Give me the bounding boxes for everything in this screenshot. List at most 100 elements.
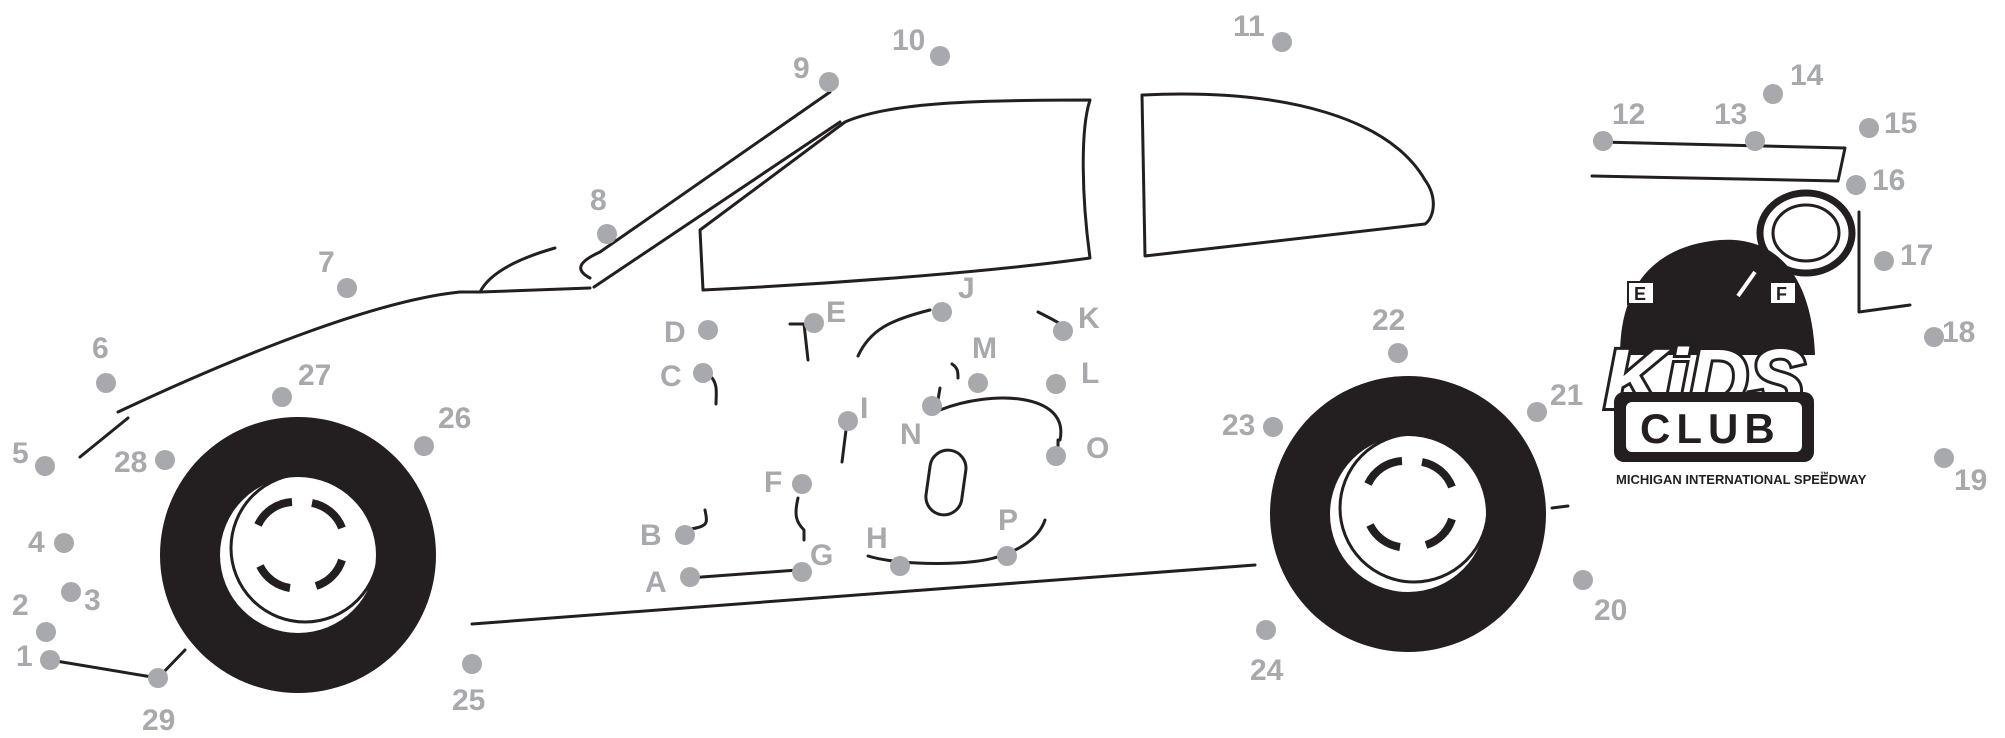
dot-marker — [930, 46, 950, 66]
dot-label: G — [810, 539, 833, 572]
dot-marker — [272, 387, 292, 407]
dot-5: 5 — [12, 437, 55, 476]
dot-11: 11 — [1233, 10, 1292, 52]
dot-marker — [1745, 131, 1765, 151]
dot-14: 14 — [1763, 59, 1824, 104]
dot-label: 27 — [298, 359, 331, 392]
front-rim — [220, 477, 376, 633]
dot-marker — [698, 320, 718, 340]
door-number-arc-right — [1036, 310, 1062, 326]
dot-label: 6 — [92, 332, 109, 365]
door-e-stub — [788, 322, 810, 362]
dot-marker — [1527, 402, 1547, 422]
dot-label: 7 — [318, 246, 335, 279]
dot-marker — [1388, 343, 1408, 363]
dot-label: N — [900, 418, 922, 451]
dot-label: 26 — [438, 402, 471, 435]
dot-M: M — [968, 332, 997, 393]
dot-label: 3 — [84, 584, 101, 617]
dot-O: O — [1046, 432, 1109, 466]
dot-label: D — [664, 316, 686, 349]
dot-marker — [597, 224, 617, 244]
dot-7: 7 — [318, 246, 357, 298]
logo-club-word: CLUB — [1640, 405, 1781, 452]
dot-C: C — [660, 360, 713, 393]
dot-marker — [462, 654, 482, 674]
dot-label: I — [860, 392, 868, 425]
dot-label: 25 — [452, 684, 485, 717]
door-number-zero — [924, 448, 968, 517]
dot-16: 16 — [1846, 164, 1905, 197]
cowl-line — [478, 286, 592, 294]
dot-marker — [1859, 118, 1879, 138]
dot-10: 10 — [892, 24, 950, 66]
dot-9: 9 — [793, 52, 839, 92]
hood-scoop — [478, 246, 557, 294]
dot-label: 17 — [1900, 239, 1933, 272]
dot-label: 21 — [1550, 379, 1583, 412]
dot-marker — [890, 556, 910, 576]
dot-marker — [36, 622, 56, 642]
logo-flag-right: F — [1769, 281, 1797, 305]
door-c-stub — [710, 376, 718, 406]
dot-3: 3 — [61, 582, 101, 617]
door-number-arc-left — [856, 308, 932, 358]
dot-J: J — [932, 272, 975, 322]
windshield-pillar — [579, 90, 832, 280]
dot-marker — [792, 474, 812, 494]
nose-line — [78, 416, 130, 459]
front-hub — [254, 498, 346, 592]
dot-label: 15 — [1884, 107, 1917, 140]
dot-label: E — [826, 296, 846, 329]
dot-label: 28 — [114, 446, 147, 479]
dot-D: D — [664, 316, 718, 349]
dot-label: 19 — [1954, 464, 1987, 497]
door-f-stub — [794, 496, 806, 542]
dot-label: 8 — [590, 184, 607, 217]
rear-wheel — [1270, 376, 1546, 652]
dot-21: 21 — [1527, 379, 1583, 422]
dot-label: L — [1081, 357, 1099, 390]
dot-G: G — [792, 539, 833, 582]
dot-label: O — [1086, 432, 1109, 465]
dot-label: B — [640, 519, 662, 552]
door-i-stub — [840, 428, 848, 464]
kids-club-logo: E F KiDS CLUB MICHIGAN INTERNATIONAL SPE… — [1601, 189, 1867, 487]
dot-19: 19 — [1934, 448, 1987, 497]
rear-bracket — [1857, 210, 1912, 314]
dot-label: 2 — [12, 589, 29, 622]
dot-label: 13 — [1714, 98, 1747, 131]
rear-hub — [1364, 457, 1456, 551]
dot-28: 28 — [114, 446, 175, 479]
dot-6: 6 — [92, 332, 116, 393]
dot-marker — [838, 411, 858, 431]
dot-label: 23 — [1222, 409, 1255, 442]
dot-label: 4 — [28, 526, 45, 559]
dot-12: 12 — [1593, 98, 1645, 151]
dot-marker — [414, 436, 434, 456]
dot-label: K — [1078, 302, 1100, 335]
rear-window — [1140, 92, 1435, 258]
dot-label: 16 — [1872, 164, 1905, 197]
dot-marker — [148, 668, 168, 688]
dot-label: 11 — [1233, 10, 1265, 43]
dot-marker — [1934, 448, 1954, 468]
dot-label: A — [645, 566, 667, 599]
dot-F: F — [764, 466, 812, 499]
dot-label: 5 — [12, 437, 29, 470]
dot-18: 18 — [1924, 316, 1975, 349]
dot-label: C — [660, 360, 682, 393]
spoiler-top — [1590, 140, 1847, 183]
dot-marker — [1263, 417, 1283, 437]
dot-N: N — [900, 396, 942, 451]
logo-flag-letter-left: E — [1634, 284, 1646, 304]
dot-marker — [1256, 620, 1276, 640]
dot-I: I — [838, 392, 868, 431]
dot-label: 1 — [16, 640, 33, 673]
dot-17: 17 — [1874, 239, 1933, 272]
dot-marker — [1046, 446, 1066, 466]
front-wheel — [160, 417, 436, 693]
logo-flag-left: E — [1627, 281, 1655, 305]
dot-marker — [1763, 84, 1783, 104]
